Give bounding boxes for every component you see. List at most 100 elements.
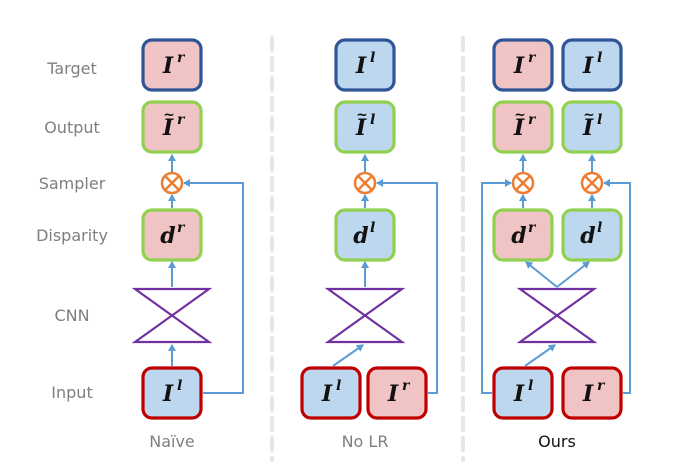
input-box-frame xyxy=(141,366,203,420)
input-superscript: r xyxy=(402,378,411,394)
input-symbol: I xyxy=(162,381,174,407)
target-box-frame xyxy=(561,38,623,92)
tilde-accent: ~ xyxy=(583,107,595,123)
input-box-frame xyxy=(561,366,623,420)
cnn-bowtie xyxy=(516,287,598,344)
target-symbol: I xyxy=(582,53,594,79)
input-symbol: I xyxy=(321,381,333,407)
disparity-box-frame xyxy=(334,208,396,262)
output-box-frame xyxy=(561,100,623,154)
target-superscript: r xyxy=(177,50,186,66)
cnn-bowtie xyxy=(131,287,213,344)
target-box-frame xyxy=(141,38,203,92)
output-box-frame xyxy=(141,100,203,154)
sampler-icon xyxy=(160,171,184,195)
input-symbol: I xyxy=(513,381,525,407)
output-superscript: r xyxy=(528,112,537,128)
target-symbol: I xyxy=(513,53,525,79)
disparity-box-frame xyxy=(492,208,554,262)
input-symbol: I xyxy=(387,381,399,407)
arrow-input-to-cnn xyxy=(332,344,364,367)
sampler-cross-b xyxy=(357,175,373,191)
input-box-frame xyxy=(492,366,554,420)
output-symbol: I xyxy=(582,115,594,141)
target-superscript: r xyxy=(528,50,537,66)
disparity-symbol: d xyxy=(511,223,526,249)
sampler-icon xyxy=(511,171,535,195)
row-label-cnn: CNN xyxy=(54,306,89,325)
row-label-sampler: Sampler xyxy=(39,174,106,193)
output-superscript: r xyxy=(177,112,186,128)
disparity-symbol: d xyxy=(160,223,175,249)
input-symbol: I xyxy=(582,381,594,407)
input-superscript: l xyxy=(528,378,533,394)
cnn-icon xyxy=(516,287,598,344)
arrow-input-feedback xyxy=(183,179,244,394)
row-label-output: Output xyxy=(44,118,100,137)
column-label-no-lr: No LR xyxy=(342,432,389,451)
output-symbol: I xyxy=(162,115,174,141)
target-box-frame xyxy=(334,38,396,92)
output-symbol: I xyxy=(355,115,367,141)
disparity-superscript: l xyxy=(370,220,375,236)
row-label-input: Input xyxy=(51,383,92,402)
column-label-naive: Naïve xyxy=(149,432,195,451)
cnn-icon xyxy=(131,287,213,344)
output-box-frame xyxy=(334,100,396,154)
disparity-box-frame xyxy=(561,208,623,262)
disparity-symbol: d xyxy=(580,223,595,249)
tilde-accent: ~ xyxy=(163,107,175,123)
sampler-icon xyxy=(580,171,604,195)
target-superscript: l xyxy=(597,50,602,66)
output-superscript: l xyxy=(370,112,375,128)
cnn-bowtie xyxy=(324,287,406,344)
arrow-cnn-to-disparity-l xyxy=(556,261,590,288)
target-symbol: I xyxy=(162,53,174,79)
target-superscript: l xyxy=(370,50,375,66)
input-box-frame xyxy=(366,366,428,420)
input-superscript: l xyxy=(177,378,182,394)
input-box-frame xyxy=(300,366,362,420)
row-label-disparity: Disparity xyxy=(36,226,108,245)
input-superscript: r xyxy=(597,378,606,394)
arrow-input-l-feedback xyxy=(481,179,512,394)
sampler-cross-b xyxy=(164,175,180,191)
arrow-cnn-to-disparity-r xyxy=(525,261,558,288)
column-label-ours: Ours xyxy=(538,432,576,451)
input-superscript: l xyxy=(336,378,341,394)
sampler-icon xyxy=(353,171,377,195)
arrow-input-to-cnn xyxy=(524,344,556,367)
cnn-icon xyxy=(324,287,406,344)
disparity-superscript: r xyxy=(177,220,186,236)
arrow-input-r-feedback xyxy=(603,179,631,394)
target-box-frame xyxy=(492,38,554,92)
disparity-box-frame xyxy=(141,208,203,262)
output-symbol: I xyxy=(513,115,525,141)
output-box-frame xyxy=(492,100,554,154)
disparity-superscript: r xyxy=(528,220,537,236)
arrow-input-feedback xyxy=(376,179,438,394)
target-symbol: I xyxy=(355,53,367,79)
row-label-target: Target xyxy=(46,59,97,78)
output-superscript: l xyxy=(597,112,602,128)
sampler-cross-b xyxy=(584,175,600,191)
disparity-symbol: d xyxy=(353,223,368,249)
